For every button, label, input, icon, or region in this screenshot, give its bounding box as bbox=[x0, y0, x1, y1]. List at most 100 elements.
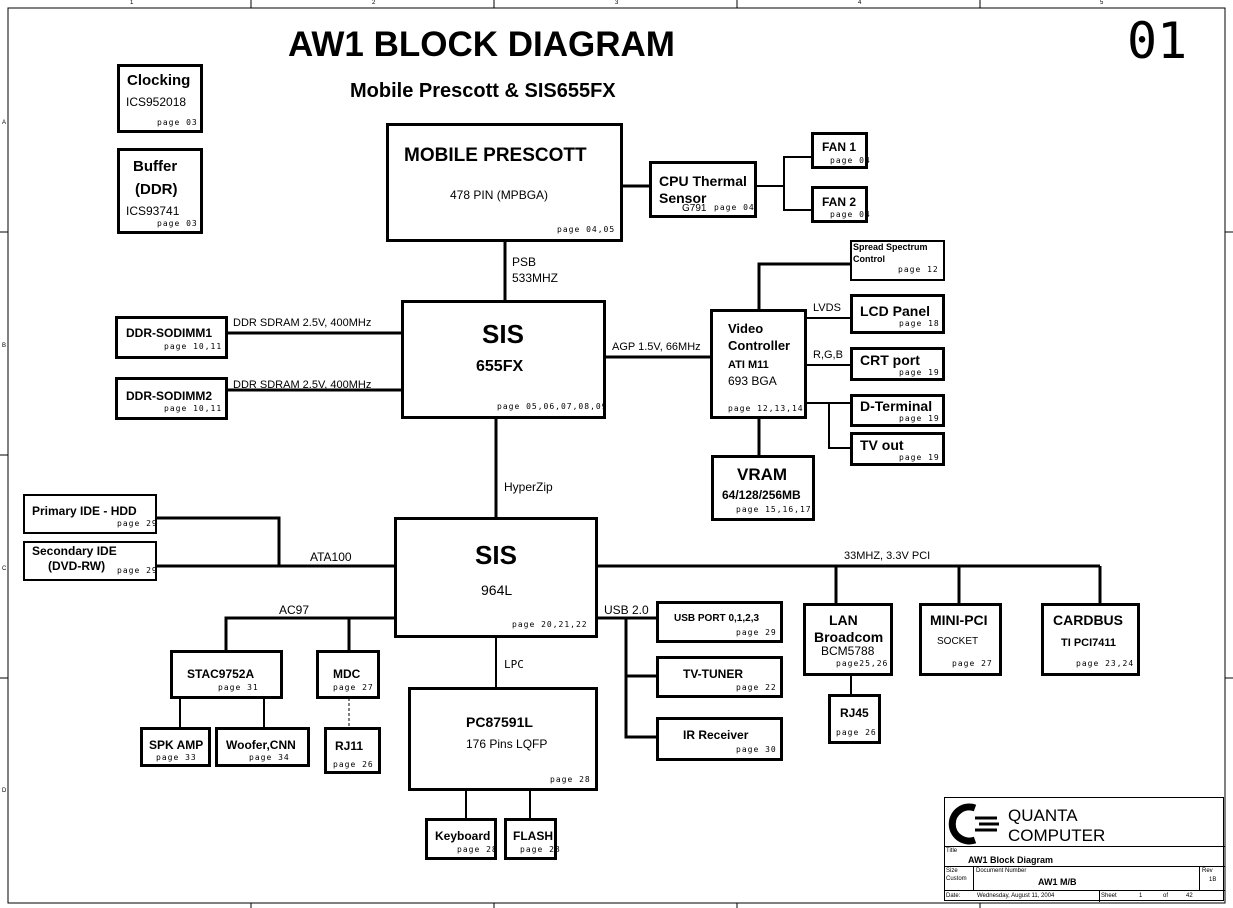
thermal-page: page 04 bbox=[714, 203, 755, 212]
ir-title: IR Receiver bbox=[683, 728, 749, 742]
quanta-logo-icon bbox=[948, 803, 999, 845]
mini-pci-block: MINI-PCI SOCKET page 27 bbox=[919, 603, 1002, 676]
tb-of-label: of bbox=[1163, 893, 1169, 899]
northbridge-title: SIS bbox=[482, 319, 524, 349]
lan-block: LAN Broadcom BCM5788 page25,26 bbox=[803, 603, 893, 676]
sheet-page-number: 01 bbox=[1127, 12, 1188, 70]
tb-title-value: AW1 Block Diagram bbox=[968, 855, 1054, 865]
tvout-title: TV out bbox=[860, 437, 904, 453]
minipci-socket: SOCKET bbox=[937, 636, 979, 647]
buffer-part: ICS93741 bbox=[126, 204, 180, 218]
spread-page: page 12 bbox=[898, 265, 939, 274]
title-block: QUANTA COMPUTER Title AW1 Block Diagram … bbox=[944, 797, 1225, 902]
video-title: Video bbox=[728, 321, 764, 336]
thermal-title: CPU Thermal bbox=[659, 173, 747, 189]
ruler-col-1: 1 bbox=[130, 0, 134, 6]
southbridge-block: SIS 964L page 20,21,22 bbox=[394, 517, 598, 638]
ruler-col-2: 2 bbox=[372, 0, 376, 6]
keyboard-title: Keyboard bbox=[435, 829, 491, 843]
tb-vrule-rev bbox=[1199, 866, 1200, 890]
ddr-sodimm2-page: page 10,11 bbox=[164, 404, 223, 413]
southbridge-page: page 20,21,22 bbox=[512, 620, 588, 629]
lcd-page: page 18 bbox=[899, 319, 940, 328]
minipci-title: MINI-PCI bbox=[930, 612, 988, 628]
tb-custom-label: Custom bbox=[946, 876, 967, 882]
codec-page: page 31 bbox=[218, 683, 259, 692]
woofer-block: Woofer,CNN page 34 bbox=[215, 727, 310, 767]
diagram-subtitle: Mobile Prescott & SIS655FX bbox=[350, 80, 616, 102]
rj11-block: RJ11 page 26 bbox=[324, 727, 381, 774]
spk-page: page 33 bbox=[156, 753, 197, 762]
secondary-ide-subtitle: (DVD-RW) bbox=[48, 559, 106, 573]
tb-total-value: 42 bbox=[1186, 893, 1193, 899]
thermal-part: G791 bbox=[682, 203, 707, 214]
rj45-block: RJ45 page 26 bbox=[828, 694, 881, 744]
codec-title: STAC9752A bbox=[187, 667, 255, 681]
ddr-sodimm1-block: DDR-SODIMM1 page 10,11 bbox=[115, 316, 228, 359]
tb-rule-3 bbox=[945, 890, 1225, 891]
tb-vrule-sheet bbox=[1099, 890, 1100, 902]
mdc-block: MDC page 27 bbox=[316, 650, 380, 699]
tvout-page: page 19 bbox=[899, 453, 940, 462]
fan1-page: page 04 bbox=[830, 156, 871, 165]
ruler-row-b: B bbox=[2, 343, 7, 349]
usb-page: page 29 bbox=[736, 628, 777, 637]
tb-date-value: Wednesday, August 11, 2004 bbox=[977, 893, 1055, 899]
tv-out-block: TV out page 19 bbox=[850, 432, 945, 466]
cpu-block: MOBILE PRESCOTT 478 PIN (MPBGA) page 04,… bbox=[386, 123, 623, 242]
mdc-page: page 27 bbox=[333, 683, 374, 692]
buffer-page: page 03 bbox=[157, 219, 198, 228]
ddr-sodimm2-title: DDR-SODIMM2 bbox=[126, 389, 212, 403]
video-package: 693 BGA bbox=[728, 374, 777, 388]
ddr-sodimm1-title: DDR-SODIMM1 bbox=[126, 326, 212, 340]
lan-vendor: Broadcom bbox=[814, 629, 884, 645]
rj11-title: RJ11 bbox=[335, 739, 364, 753]
southbridge-model: 964L bbox=[481, 582, 513, 598]
spread-subtitle: Control bbox=[853, 254, 885, 264]
lan-part: BCM5788 bbox=[821, 644, 875, 658]
tvtuner-page: page 22 bbox=[736, 683, 777, 692]
rj45-title: RJ45 bbox=[840, 706, 869, 720]
usb-title: USB PORT 0,1,2,3 bbox=[674, 613, 760, 624]
ddr-sodimm1-page: page 10,11 bbox=[164, 342, 223, 351]
crt-page: page 19 bbox=[899, 368, 940, 377]
lpc-label: LPC bbox=[504, 658, 524, 671]
ruler-col-4: 4 bbox=[858, 0, 862, 6]
cpu-page: page 04,05 bbox=[557, 225, 616, 234]
ata100-label: ATA100 bbox=[310, 550, 352, 564]
tb-sheet-value: 1 bbox=[1139, 893, 1143, 899]
lan-title: LAN bbox=[829, 612, 858, 628]
fan2-title: FAN 2 bbox=[822, 195, 857, 209]
ruler-row-d: D bbox=[2, 788, 7, 794]
spread-spectrum-block: Spread Spectrum Control page 12 bbox=[850, 240, 945, 281]
fan1-title: FAN 1 bbox=[822, 140, 857, 154]
rj45-page: page 26 bbox=[836, 728, 877, 737]
spk-title: SPK AMP bbox=[149, 738, 204, 752]
psb-label: PSB bbox=[512, 255, 537, 269]
tb-docnum-label: Document Number bbox=[976, 868, 1027, 874]
d-terminal-block: D-Terminal page 19 bbox=[850, 394, 945, 427]
rj11-page: page 26 bbox=[333, 760, 374, 769]
company-name-line2: COMPUTER bbox=[1008, 826, 1106, 845]
tvtuner-title: TV-TUNER bbox=[683, 667, 743, 681]
secondary-ide-page: page 29 bbox=[117, 566, 158, 575]
keyboard-block: Keyboard page 28 bbox=[425, 818, 497, 860]
tb-size-label: Size bbox=[946, 868, 958, 874]
fan1-block: FAN 1 page 04 bbox=[811, 132, 871, 169]
tb-vrule-size bbox=[973, 866, 974, 890]
cardbus-title: CARDBUS bbox=[1053, 612, 1123, 628]
tb-rule-1 bbox=[945, 846, 1225, 847]
spk-amp-block: SPK AMP page 33 bbox=[140, 727, 211, 767]
primary-ide-title: Primary IDE - HDD bbox=[32, 504, 137, 518]
northbridge-block: SIS 655FX page 05,06,07,08,09 bbox=[401, 300, 608, 419]
crt-title: CRT port bbox=[860, 352, 920, 368]
video-page: page 12,13,14 bbox=[728, 404, 804, 413]
company-name-line1: QUANTA bbox=[1008, 806, 1078, 825]
usb20-label: USB 2.0 bbox=[604, 603, 649, 617]
diagram-title: AW1 BLOCK DIAGRAM bbox=[288, 25, 675, 64]
ddr-sodimm2-block: DDR-SODIMM2 page 10,11 bbox=[115, 377, 228, 420]
woofer-page: page 34 bbox=[249, 753, 290, 762]
northbridge-page: page 05,06,07,08,09 bbox=[497, 402, 608, 411]
flash-title: FLASH bbox=[513, 829, 553, 843]
ac97-label: AC97 bbox=[279, 603, 310, 617]
